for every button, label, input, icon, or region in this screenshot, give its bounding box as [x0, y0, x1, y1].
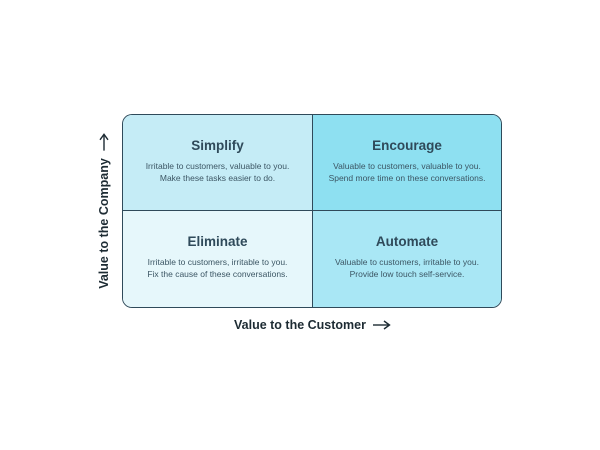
- quadrant-title: Simplify: [191, 137, 244, 153]
- quadrant-action: Spend more time on these conversations.: [328, 172, 486, 183]
- x-axis-label-group: Value to the Customer: [234, 318, 391, 332]
- quadrant-title: Encourage: [372, 137, 442, 153]
- quadrant-automate: Automate Valuable to customers, irritabl…: [313, 211, 501, 307]
- quadrant-eliminate: Eliminate Irritable to customers, irrita…: [123, 211, 313, 307]
- quadrant-description: Irritable to customers, valuable to you.: [145, 160, 290, 171]
- arrow-right-icon: [99, 133, 109, 152]
- x-axis-label: Value to the Customer: [234, 318, 366, 332]
- quadrant-action: Fix the cause of these conversations.: [147, 269, 288, 279]
- y-axis-label: Value to the Company: [97, 158, 111, 289]
- quadrant-description: Valuable to customers, irritable to you.: [335, 257, 479, 267]
- quadrant-title: Eliminate: [187, 234, 248, 249]
- quadrant-matrix: Simplify Irritable to customers, valuabl…: [122, 114, 502, 308]
- quadrant-title: Automate: [375, 234, 439, 249]
- quadrant-description: Valuable to customers, valuable to you.: [333, 160, 481, 171]
- quadrant-action: Provide low touch self-service.: [349, 269, 465, 279]
- arrow-right-icon: [372, 320, 391, 330]
- y-axis-label-group: Value to the Company: [97, 133, 111, 289]
- quadrant-action: Make these tasks easier to do.: [159, 172, 276, 183]
- quadrant-simplify: Simplify Irritable to customers, valuabl…: [123, 115, 313, 211]
- quadrant-encourage: Encourage Valuable to customers, valuabl…: [313, 115, 501, 211]
- quadrant-description: Irritable to customers, irritable to you…: [147, 257, 288, 267]
